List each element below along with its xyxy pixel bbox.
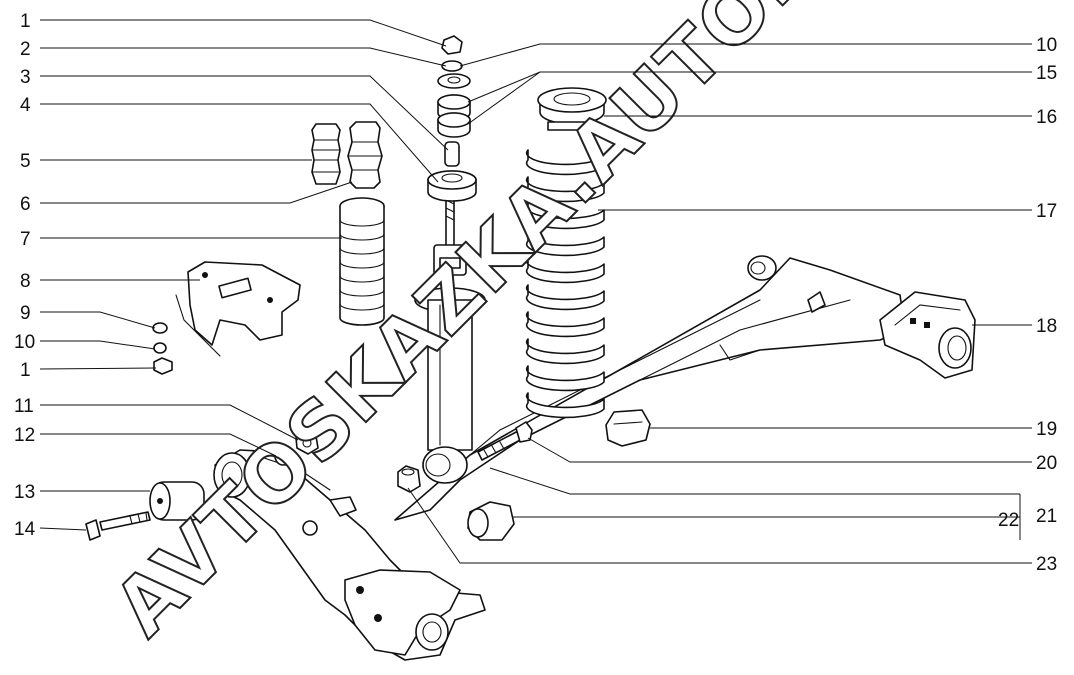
bushing-13 [149,481,205,521]
lower-bracket [152,261,301,375]
callout-label: 20 [1036,453,1057,474]
spring-coil-turn [525,230,605,257]
callout-label: 5 [20,151,31,172]
callout-label: 22 [998,510,1019,531]
bump-stops [311,121,383,189]
callout-label: 10 [1036,35,1057,56]
callout-label: 16 [1036,107,1057,128]
callout-label: 23 [1036,554,1057,575]
spring-coil-turn [525,365,605,392]
leader-lines [39,19,1032,564]
callout-label: 6 [20,194,31,215]
spring-coil-turn [525,257,605,284]
nut-11 [295,431,319,455]
bushing-22 [467,501,515,541]
sleeve-23 [397,465,421,493]
spring-coil-turn [525,392,605,419]
spring-coil-turn [525,311,605,338]
callout-label: 1 [20,360,31,381]
callout-label: 14 [14,519,36,540]
callout-label: 8 [20,271,31,292]
callout-label: 11 [14,396,34,417]
callout-label: 7 [20,229,31,250]
callouts-right: 10 15 16 17 18 19 20 21 22 23 [998,35,1057,575]
callout-label: 18 [1036,316,1057,337]
left-trailing-arm [213,449,486,661]
callout-label: 9 [20,303,31,324]
right-arm-bracket [879,291,976,379]
bushing-19 [605,409,651,447]
top-mount-stack [427,35,477,202]
spring-coil-turn [525,149,605,176]
callout-label: 21 [1036,506,1057,527]
callout-label: 19 [1036,419,1057,440]
protective-boot [339,197,385,326]
spring-coil-turn [525,338,605,365]
callout-label: 2 [20,39,31,60]
coil-spring [525,87,607,419]
callout-label: 13 [14,482,35,503]
long-bolt [477,421,533,461]
callout-label: 12 [14,425,35,446]
bolt-14 [85,511,151,541]
callout-label: 15 [1036,63,1057,84]
callouts-left: 1 2 3 4 5 6 7 8 9 10 1 11 12 13 14 [14,11,36,540]
callout-label: 10 [14,332,35,353]
spring-coil-turn [525,284,605,311]
callout-label: 4 [20,95,31,116]
callout-label: 1 [20,11,31,32]
spring-coil-turn [525,176,605,203]
callout-label: 17 [1036,201,1057,222]
callout-label: 3 [20,67,31,88]
shock-absorber [414,194,486,484]
